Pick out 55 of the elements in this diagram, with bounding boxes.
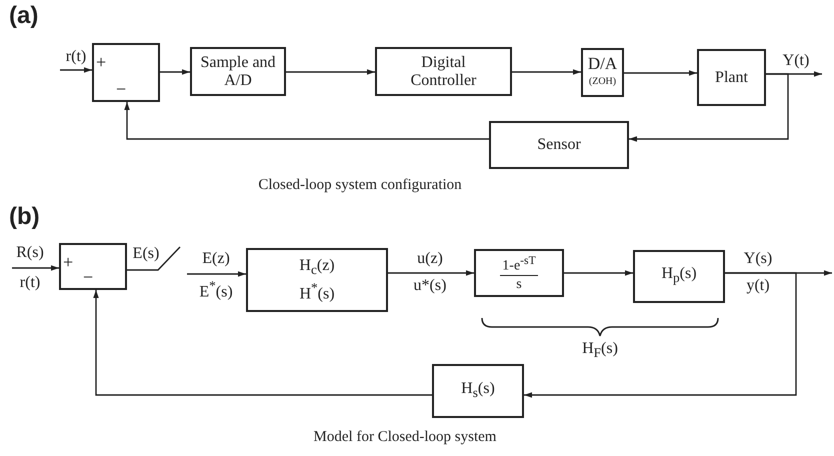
caption: Closed-loop system configuration	[257, 176, 463, 194]
block-box	[633, 250, 725, 303]
signal-label: Y(t)	[782, 52, 810, 70]
signal-label: r(t)	[18, 274, 42, 292]
block-box	[246, 248, 388, 312]
signal-label: R(s)	[15, 244, 45, 262]
arrow	[187, 271, 246, 277]
block-text: H$_{c}$(z)	[298, 256, 336, 279]
signal-label: u*(s)	[412, 277, 448, 295]
block-text: D/A	[588, 54, 618, 72]
block-box	[489, 121, 629, 169]
arrow	[160, 69, 190, 75]
block-text: H$^{*}$(s)	[298, 278, 336, 304]
block-text: Digital Controller	[410, 54, 478, 90]
arrow	[60, 67, 92, 73]
signal-label: u(z)	[416, 250, 444, 268]
block-box	[375, 47, 512, 96]
arrow	[388, 270, 474, 276]
arrow	[629, 73, 789, 142]
block-box	[474, 249, 564, 297]
signal-label: y(t)	[745, 277, 771, 295]
arrow	[524, 272, 797, 398]
minus-sign: −	[83, 268, 94, 286]
signal-label: E(z)	[201, 250, 231, 268]
block-text: H$_{s}$(s)	[460, 380, 496, 402]
block-box	[697, 49, 766, 106]
block-box	[190, 47, 286, 96]
arrow	[12, 265, 59, 271]
switch-line	[127, 246, 180, 271]
plus-sign: +	[63, 253, 74, 271]
summing-junction	[59, 243, 127, 290]
arrow	[512, 69, 581, 75]
block-text: 1-e$^{-sT}$	[500, 252, 538, 276]
minus-sign: −	[116, 80, 126, 98]
signal-label: E(s)	[132, 245, 160, 263]
block-box	[432, 364, 524, 418]
signal-label: Y(s)	[742, 250, 774, 268]
summing-junction	[92, 43, 160, 102]
panel-label: (a)	[8, 2, 40, 30]
caption: Model for Closed-loop system	[312, 428, 498, 446]
panel-label: (b)	[8, 203, 41, 231]
arrow	[93, 290, 432, 396]
block-text: Sample and A/D	[199, 54, 277, 90]
arrow	[286, 69, 375, 75]
block-text: s	[516, 276, 522, 294]
arrow	[564, 270, 633, 276]
block-text: (ZOH)	[588, 74, 616, 88]
block-text: H$_{p}$(s)	[660, 265, 698, 288]
arrow	[124, 102, 489, 140]
plus-sign: +	[96, 53, 106, 71]
arrow	[624, 70, 697, 76]
block-text: Plant	[714, 68, 749, 86]
block-text: Sensor	[536, 136, 582, 154]
block-box	[581, 48, 624, 97]
signal-label: r(t)	[64, 48, 88, 66]
